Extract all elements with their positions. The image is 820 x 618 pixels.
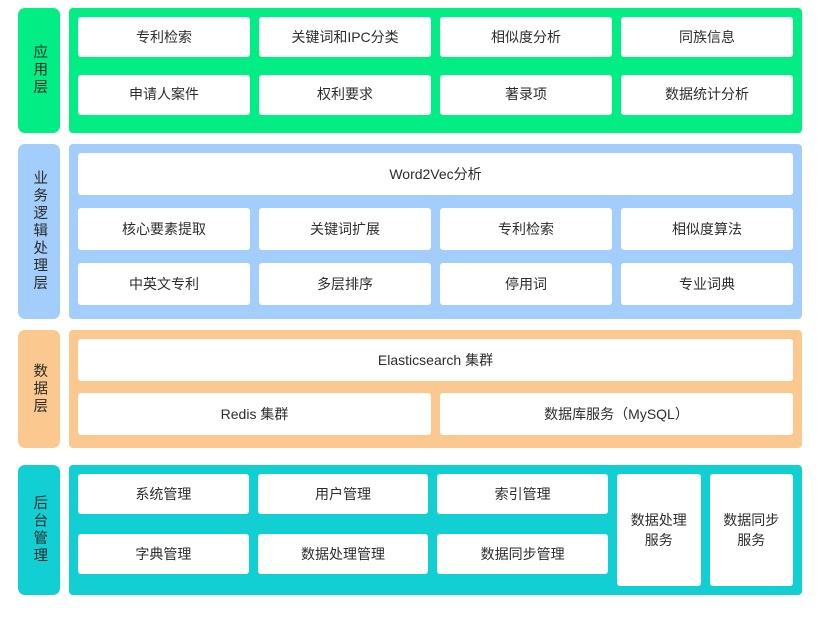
backend-admin-split: 系统管理 用户管理 索引管理 字典管理 数据处理管理 数据同步管理 数据处理 服… xyxy=(78,474,793,586)
layer-body-application: 专利检索 关键词和IPC分类 相似度分析 同族信息 申请人案件 权利要求 著录项… xyxy=(69,8,802,133)
card-elasticsearch-cluster[interactable]: Elasticsearch 集群 xyxy=(78,339,793,381)
card-dictionary-management[interactable]: 字典管理 xyxy=(78,534,249,574)
card-system-management[interactable]: 系统管理 xyxy=(78,474,249,514)
card-user-management[interactable]: 用户管理 xyxy=(257,474,429,514)
layer-label-data: 数据层 xyxy=(18,330,60,448)
card-keyword-expansion[interactable]: 关键词扩展 xyxy=(259,208,431,250)
card-stopwords[interactable]: 停用词 xyxy=(440,263,612,305)
card-core-element-extraction[interactable]: 核心要素提取 xyxy=(78,208,250,250)
card-row-data-2: Redis 集群 数据库服务（MySQL） xyxy=(78,393,793,439)
layer-backend-admin: 后台管理 系统管理 用户管理 索引管理 字典管理 数据处理管理 数据同步管理 xyxy=(18,465,802,595)
card-row-application-1: 专利检索 关键词和IPC分类 相似度分析 同族信息 xyxy=(78,17,793,67)
layer-body-data: Elasticsearch 集群 Redis 集群 数据库服务（MySQL） xyxy=(69,330,802,448)
card-applicant-case[interactable]: 申请人案件 xyxy=(78,74,250,115)
card-professional-dictionary[interactable]: 专业词典 xyxy=(621,263,793,305)
card-row-application-2: 申请人案件 权利要求 著录项 数据统计分析 xyxy=(78,74,793,125)
layer-application: 应用层 专利检索 关键词和IPC分类 相似度分析 同族信息 申请人案件 权利要求… xyxy=(18,8,802,133)
card-data-sync-service[interactable]: 数据同步 服务 xyxy=(709,474,793,586)
card-index-management[interactable]: 索引管理 xyxy=(437,474,609,514)
card-multilayer-ranking[interactable]: 多层排序 xyxy=(259,263,431,305)
card-row-business-3: 中英文专利 多层排序 停用词 专业词典 xyxy=(78,263,793,310)
layer-label-backend-admin-text: 后台管理 xyxy=(31,495,48,565)
layer-label-application: 应用层 xyxy=(18,8,60,133)
card-data-processing-management[interactable]: 数据处理管理 xyxy=(257,534,429,574)
card-row-business-1: Word2Vec分析 xyxy=(78,153,793,200)
card-family-information[interactable]: 同族信息 xyxy=(621,17,793,57)
layer-label-backend-admin: 后台管理 xyxy=(18,465,60,595)
card-word2vec-analysis[interactable]: Word2Vec分析 xyxy=(78,153,793,195)
card-keyword-ipc-classification[interactable]: 关键词和IPC分类 xyxy=(259,17,431,57)
layer-label-business-logic: 业务逻辑处理层 xyxy=(18,144,60,319)
layer-body-backend-admin: 系统管理 用户管理 索引管理 字典管理 数据处理管理 数据同步管理 数据处理 服… xyxy=(69,465,802,595)
layer-business-logic: 业务逻辑处理层 Word2Vec分析 核心要素提取 关键词扩展 专利检索 相似度… xyxy=(18,144,802,319)
layer-label-business-logic-text: 业务逻辑处理层 xyxy=(31,170,48,293)
card-redis-cluster[interactable]: Redis 集群 xyxy=(78,393,431,435)
card-statistical-analysis[interactable]: 数据统计分析 xyxy=(621,74,793,115)
card-row-admin-2: 字典管理 数据处理管理 数据同步管理 xyxy=(78,534,609,586)
card-patent-search-logic[interactable]: 专利检索 xyxy=(440,208,612,250)
card-database-service-mysql[interactable]: 数据库服务（MySQL） xyxy=(440,393,793,435)
card-row-admin-1: 系统管理 用户管理 索引管理 xyxy=(78,474,609,526)
layer-body-business-logic: Word2Vec分析 核心要素提取 关键词扩展 专利检索 相似度算法 中英文专利… xyxy=(69,144,802,319)
card-patent-search[interactable]: 专利检索 xyxy=(78,17,250,57)
layer-label-data-text: 数据层 xyxy=(31,362,48,416)
card-claims[interactable]: 权利要求 xyxy=(259,74,431,115)
layer-label-application-text: 应用层 xyxy=(31,44,48,97)
card-bibliographic-items[interactable]: 著录项 xyxy=(440,74,612,115)
card-chinese-english-patent[interactable]: 中英文专利 xyxy=(78,263,250,305)
backend-admin-services: 数据处理 服务 数据同步 服务 xyxy=(617,474,793,586)
card-similarity-analysis[interactable]: 相似度分析 xyxy=(440,17,612,57)
card-similarity-algorithm[interactable]: 相似度算法 xyxy=(621,208,793,250)
card-row-business-2: 核心要素提取 关键词扩展 专利检索 相似度算法 xyxy=(78,208,793,255)
backend-admin-grid: 系统管理 用户管理 索引管理 字典管理 数据处理管理 数据同步管理 xyxy=(78,474,609,586)
card-data-sync-management[interactable]: 数据同步管理 xyxy=(437,534,609,574)
card-row-data-1: Elasticsearch 集群 xyxy=(78,339,793,385)
layer-data: 数据层 Elasticsearch 集群 Redis 集群 数据库服务（MySQ… xyxy=(18,330,802,448)
card-data-processing-service[interactable]: 数据处理 服务 xyxy=(617,474,701,586)
